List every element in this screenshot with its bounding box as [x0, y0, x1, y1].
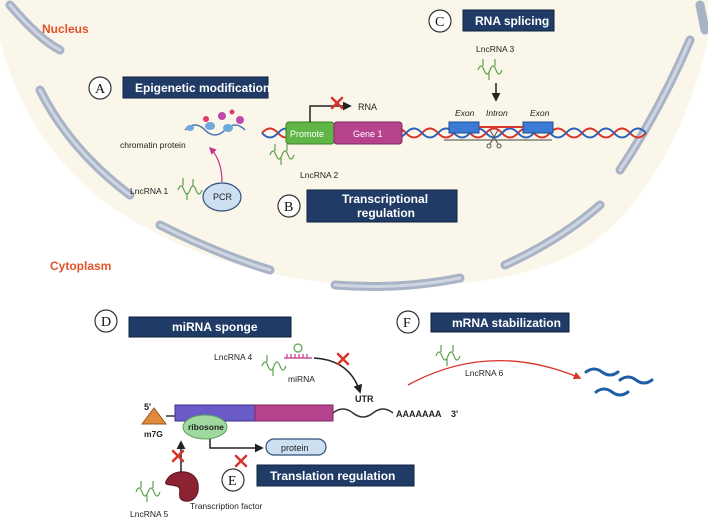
panel-d-circle: [94, 309, 118, 333]
gene1-label: Gene 1: [353, 129, 383, 139]
mrna-cds-block: [254, 404, 334, 422]
intron-label: Intron: [486, 108, 508, 118]
panel-e-letter: E: [228, 474, 237, 489]
panel-e-title: Translation regulation: [270, 469, 395, 483]
lncrna1-icon: [177, 178, 203, 200]
rna-label: RNA: [358, 102, 377, 112]
transcription-block-x-icon: [330, 96, 344, 110]
cytoplasm-label: Cytoplasm: [50, 259, 111, 273]
lncrna1-label: LncRNA 1: [130, 186, 169, 196]
mrna-3utr-tail: [332, 408, 394, 418]
transcription-factor-label: Transcription factor: [190, 501, 263, 511]
panel-c-circle: [428, 9, 452, 33]
panel-b-title-line2: regulation: [357, 206, 415, 220]
exon-right-label: Exon: [530, 108, 550, 118]
transcription-factor-icon: [165, 471, 199, 502]
lncrna6-label: LncRNA 6: [465, 368, 504, 378]
exon-left-label: Exon: [455, 108, 475, 118]
lncrna2-label: LncRNA 2: [300, 170, 339, 180]
splice-scissors-icon: [486, 129, 502, 149]
panel-a-letter: A: [95, 82, 106, 97]
utr-label: UTR: [355, 394, 374, 404]
mirna-label: miRNA: [288, 374, 315, 384]
panel-f-title-box: [430, 312, 570, 333]
ribosome-node: [182, 414, 228, 440]
nucleus-label: Nucleus: [42, 22, 89, 36]
protein-block-x-icon: [234, 454, 248, 468]
m7g-label: m7G: [144, 429, 163, 439]
stabilization-arrow: [407, 360, 582, 386]
panel-f-letter: F: [403, 316, 411, 331]
lncrna4-label: LncRNA 4: [214, 352, 253, 362]
transcription-arrow: [309, 101, 352, 122]
mirna-icon: [284, 343, 312, 359]
panel-d-title-box: [128, 316, 292, 338]
panel-f-title: mRNA stabilization: [452, 316, 561, 330]
exon-left-block: [448, 121, 480, 134]
panel-b-circle: [277, 194, 301, 218]
panel-c-title-box: [462, 9, 555, 32]
exon-right-block: [522, 121, 554, 134]
protein-node: [265, 438, 327, 456]
panel-b-title-line1: Transcriptional: [342, 192, 428, 206]
lncrna5-label: LncRNA 5: [130, 509, 169, 519]
lncrna4-icon: [261, 355, 287, 376]
lncrna3-label: LncRNA 3: [476, 44, 515, 54]
panel-d-letter: D: [101, 315, 111, 330]
pcr-node: [202, 182, 242, 212]
panel-c-title: RNA splicing: [475, 14, 549, 28]
polya-label: AAAAAAA: [396, 409, 442, 419]
lncrna3-icon: [477, 59, 503, 80]
gene1-block: [333, 121, 403, 145]
panel-a-title-box: [122, 76, 269, 99]
five-prime-label: 5': [144, 402, 151, 412]
lncrna5-icon: [135, 481, 161, 502]
panel-e-circle: [221, 468, 245, 492]
ribosome-label: ribosone: [188, 422, 224, 432]
three-prime-label: 3': [451, 409, 458, 419]
tf-block-x-icon: [171, 449, 185, 463]
mirna-block-x-icon: [336, 352, 350, 366]
panel-b-letter: B: [284, 200, 293, 215]
panel-a-circle: [88, 76, 112, 100]
chromatin-protein-label: chromatin protein: [120, 140, 186, 150]
lncrna2-icon: [269, 144, 295, 165]
translation-arrow: [209, 439, 264, 453]
chromatin-protein-icon: [184, 109, 246, 136]
panel-a-title: Epigenetic modification: [135, 81, 270, 95]
panel-b-title-box: [306, 189, 458, 223]
m7g-cap: [141, 407, 167, 425]
protein-label: protein: [281, 443, 309, 453]
panel-c-letter: C: [435, 15, 444, 30]
lncrna6-icon: [435, 345, 461, 366]
promoter-label: Promote: [290, 129, 324, 139]
panel-d-title: miRNA sponge: [172, 320, 258, 334]
panel-f-circle: [396, 310, 420, 334]
panel-e-title-box: [256, 464, 415, 487]
stable-mrna-icon: [584, 367, 654, 397]
mirna-arrow: [313, 357, 363, 394]
pcr-arrow: [208, 146, 223, 183]
pcr-label: PCR: [213, 192, 233, 202]
